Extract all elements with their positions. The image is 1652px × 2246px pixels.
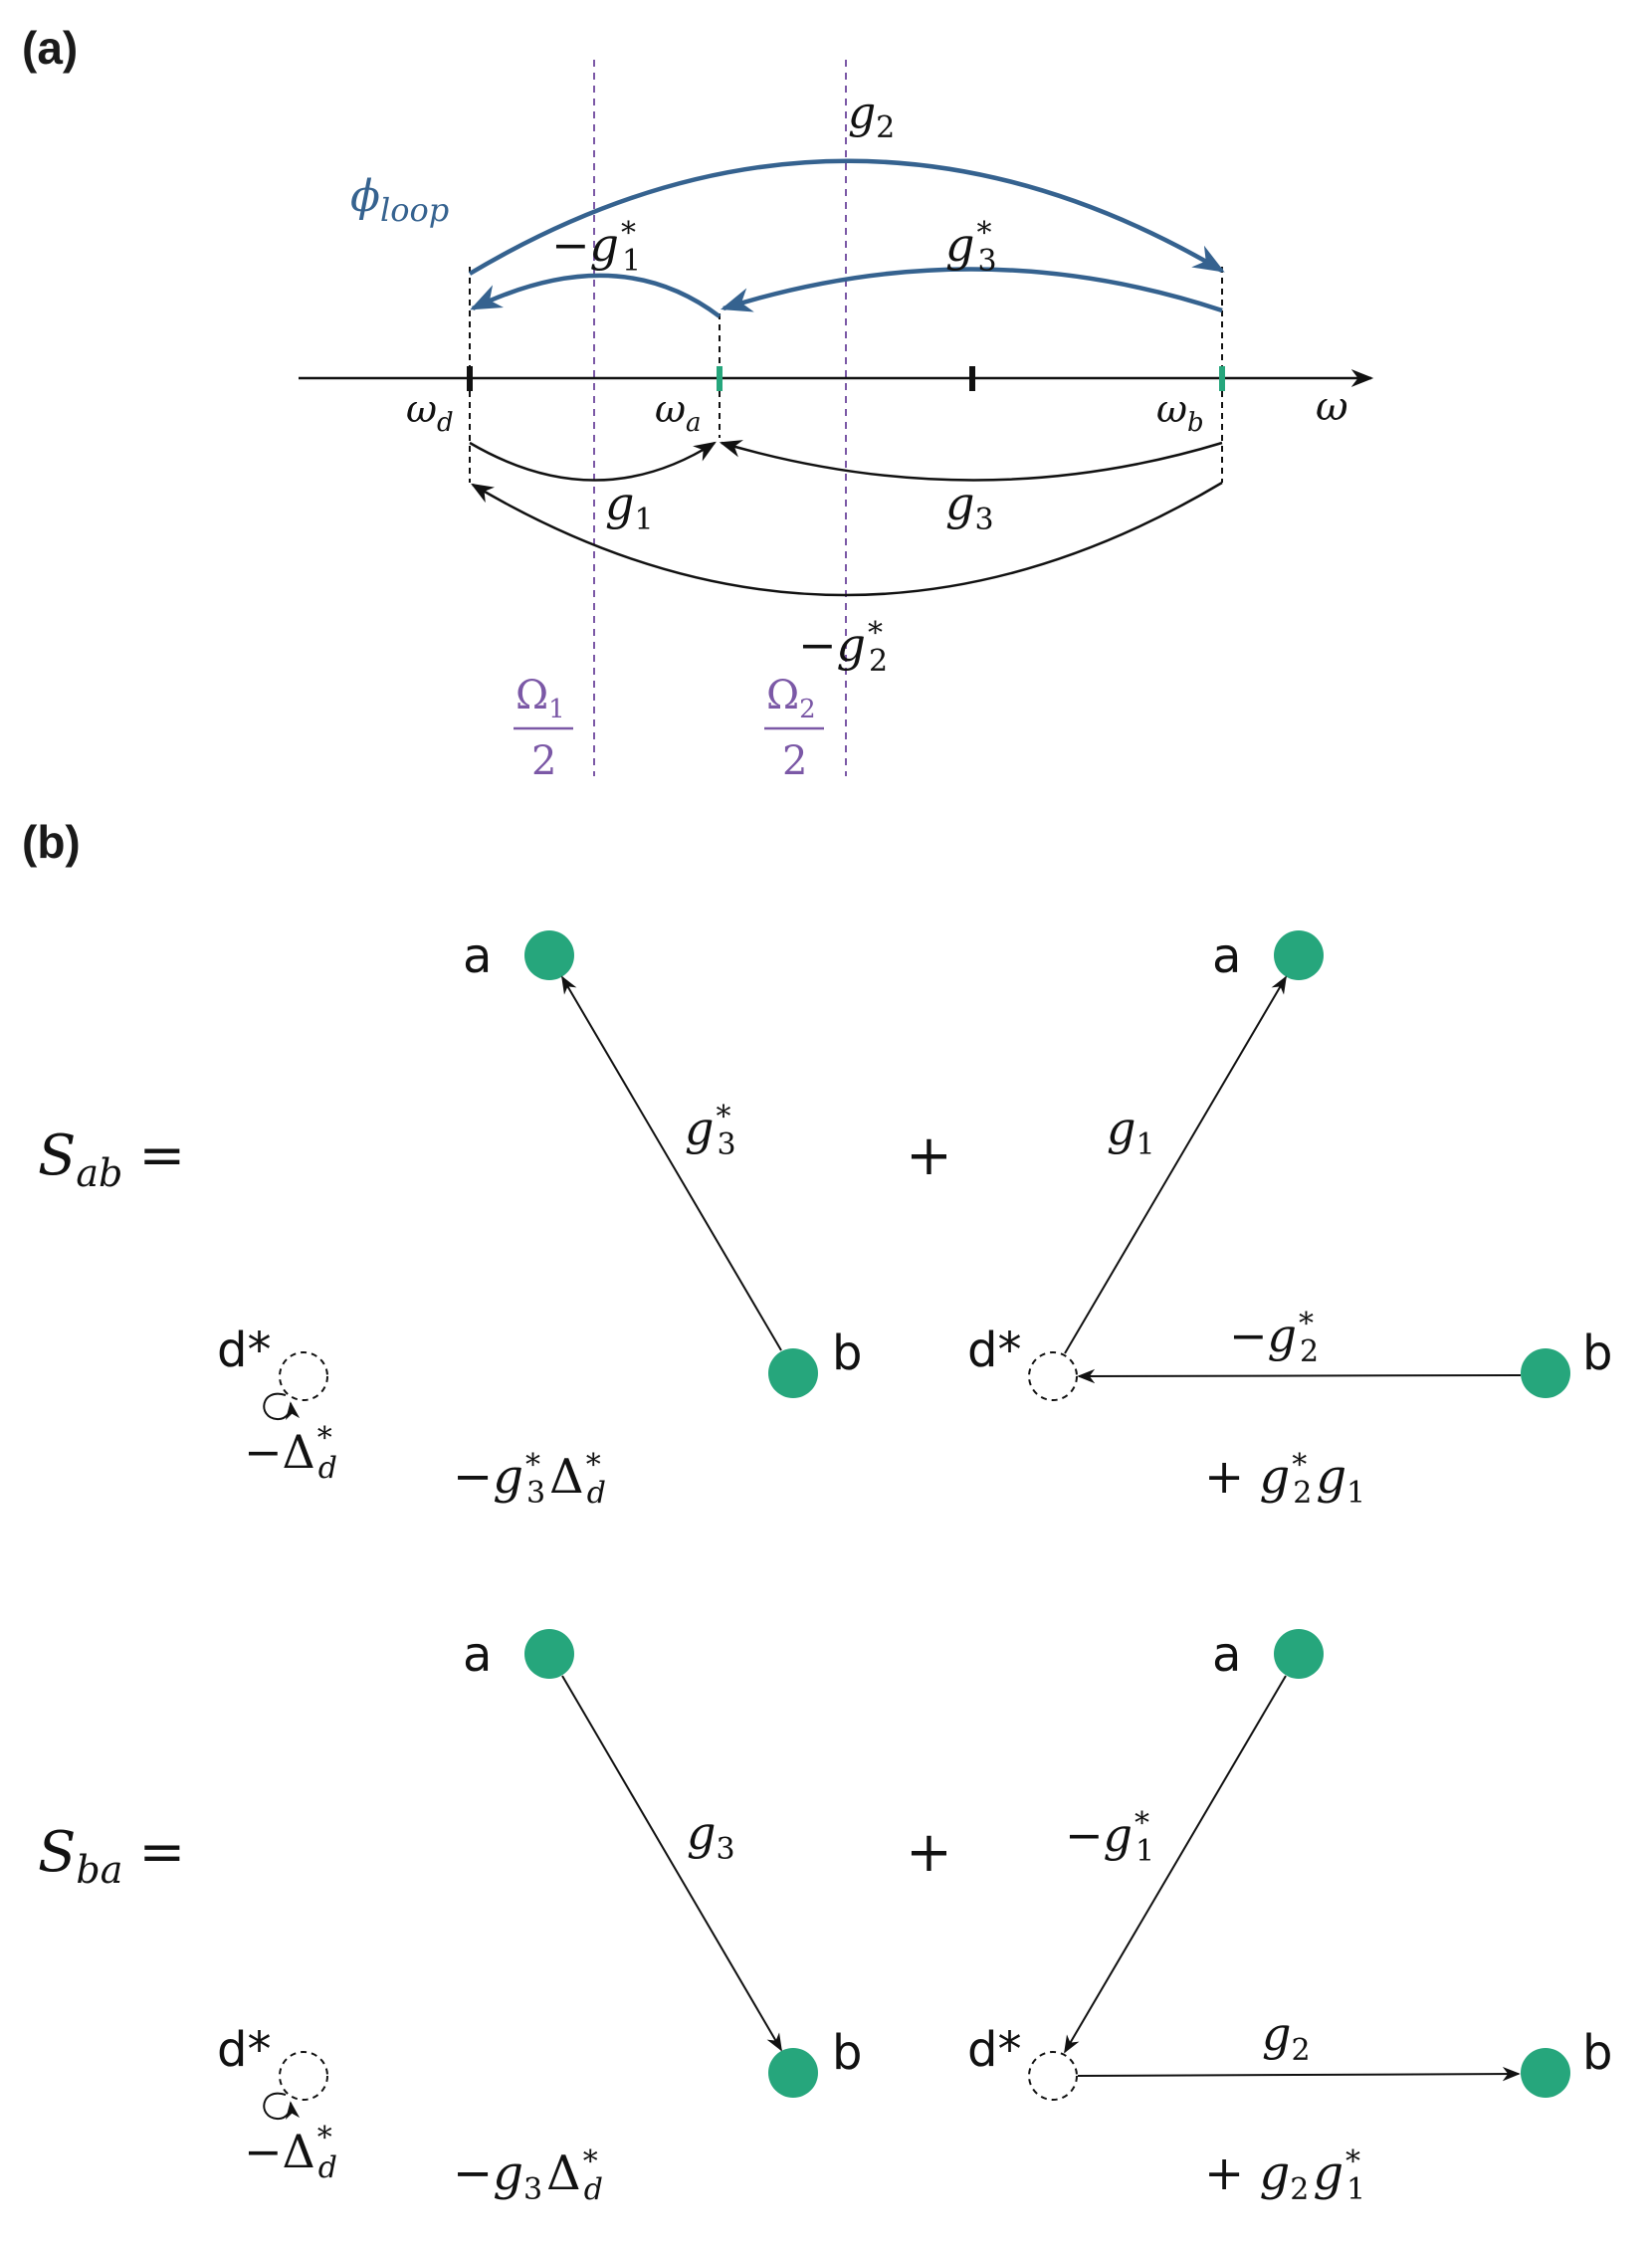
label-phi-loop: ϕloop — [350, 171, 449, 229]
label-omega-b: ωb — [1156, 387, 1204, 438]
node-d-star-label: d* — [967, 1323, 1021, 1378]
edge-label-g2-conj: −g*2 — [1229, 1307, 1319, 1369]
node-b-label: b — [832, 1326, 862, 1381]
arrow-g1-lower — [469, 441, 717, 482]
node-a — [1274, 1629, 1324, 1679]
sab-right-diagram: a b d* g1 −g*2 + g*2g1 — [967, 928, 1612, 1511]
edge-d-to-b — [1077, 2066, 1521, 2082]
s-ab-label: Sab= — [38, 1123, 185, 1195]
panel-b-label: (b) — [22, 816, 81, 868]
node-d-star-label: d* — [967, 2022, 1021, 2078]
edge-label-g3-conj: g*3 — [685, 1100, 736, 1162]
arrow-g1-conj-upper — [470, 273, 722, 318]
edge-label-g3: g3 — [687, 1806, 735, 1867]
plus-sign-ab: + — [906, 1123, 952, 1188]
arrow-g2-conj-lower — [471, 481, 1223, 597]
edge-d-to-a — [1064, 975, 1287, 1354]
node-a-label: a — [1212, 1627, 1241, 1683]
sba-left-diagram: a b g3 d* −Δ*d −g3Δ*d — [217, 1627, 862, 2207]
edge-a-to-d — [1064, 1675, 1287, 2054]
term-g3conj-delta: −g*3Δ*d — [453, 1448, 606, 1511]
plus-sign-ba: + — [906, 1820, 952, 1885]
arrow-g3-lower — [719, 440, 1223, 482]
node-b — [768, 1348, 818, 1398]
node-b-label: b — [1582, 2025, 1612, 2081]
omega2-half-label: Ω2 2 — [764, 673, 824, 784]
node-a — [524, 1629, 574, 1679]
label-g1-conj-upper: −g*1 — [551, 216, 641, 279]
edge-label-g2: g2 — [1262, 2007, 1311, 2068]
node-b — [1521, 2048, 1570, 2098]
edge-a-to-b — [561, 1675, 782, 2052]
term-g3-delta: −g3Δ*d — [453, 2144, 603, 2207]
node-d-star — [1028, 2051, 1078, 2101]
edge-label-g1-conj: −g*1 — [1065, 1806, 1154, 1869]
axis-omega-label: ω — [1316, 384, 1348, 430]
svg-text:Ω1: Ω1 — [516, 673, 565, 724]
node-d-star-label: d* — [217, 1323, 271, 1378]
node-b-label: b — [832, 2025, 862, 2081]
node-a-label: a — [1212, 928, 1241, 984]
svg-text:Ω2: Ω2 — [766, 673, 816, 724]
omega1-half-label: Ω1 2 — [514, 673, 573, 784]
edge-b-to-a — [561, 975, 782, 1351]
node-b-label: b — [1582, 1326, 1612, 1381]
panel-a-label: (a) — [22, 22, 78, 74]
edge-label-g1: g1 — [1107, 1102, 1155, 1162]
edge-b-to-d — [1077, 1368, 1522, 1384]
node-d-star — [279, 1351, 328, 1401]
node-a — [524, 930, 574, 980]
term-g2-g1conj: + g2g*1 — [1204, 2144, 1365, 2207]
node-d-star — [279, 2051, 328, 2101]
node-d-star-label: d* — [217, 2022, 271, 2078]
node-b — [1521, 1348, 1570, 1398]
node-b — [768, 2048, 818, 2098]
term-g2conj-g1: + g*2g1 — [1204, 1448, 1365, 1511]
sab-left-diagram: a b g*3 d* −Δ*d −g*3Δ*d — [217, 928, 862, 1511]
node-a-label: a — [463, 928, 492, 984]
self-loop-d — [263, 2092, 301, 2121]
self-loop-label: −Δ*d — [244, 2121, 337, 2185]
node-d-star — [1028, 1351, 1078, 1401]
label-g3-conj-upper: g*3 — [945, 216, 997, 279]
label-g3-lower: g3 — [945, 477, 994, 537]
s-ba-label: Sba= — [38, 1820, 185, 1892]
label-g2-upper: g2 — [848, 88, 895, 145]
svg-text:2: 2 — [782, 738, 807, 784]
label-omega-d: ωd — [406, 387, 454, 438]
label-omega-a: ωa — [655, 387, 702, 438]
label-g1-lower: g1 — [605, 477, 654, 537]
node-a — [1274, 930, 1324, 980]
self-loop-d — [263, 1392, 301, 1421]
label-g2-conj-lower: −g*2 — [798, 616, 888, 679]
self-loop-label: −Δ*d — [244, 1421, 337, 1486]
node-a-label: a — [463, 1627, 492, 1683]
sba-right-diagram: a b d* −g*1 g2 + g2g*1 — [967, 1627, 1612, 2207]
svg-text:2: 2 — [531, 738, 556, 784]
arrow-g3-conj-upper — [720, 267, 1223, 313]
arrow-g2-upper — [468, 158, 1225, 276]
